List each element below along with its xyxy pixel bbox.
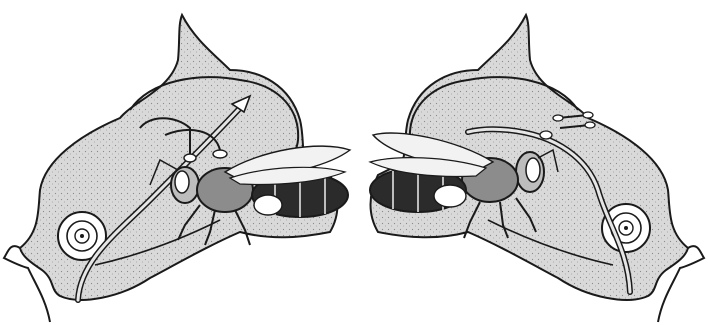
left-panel xyxy=(4,15,350,322)
right-panel xyxy=(370,15,704,322)
left-pollen-load xyxy=(254,195,282,215)
right-bee-eye xyxy=(526,158,540,182)
left-anther-1 xyxy=(184,154,196,162)
right-nectary xyxy=(602,204,650,252)
right-pollen-load xyxy=(434,185,466,207)
left-bee-eye xyxy=(175,171,189,193)
left-anther-2 xyxy=(213,150,227,158)
